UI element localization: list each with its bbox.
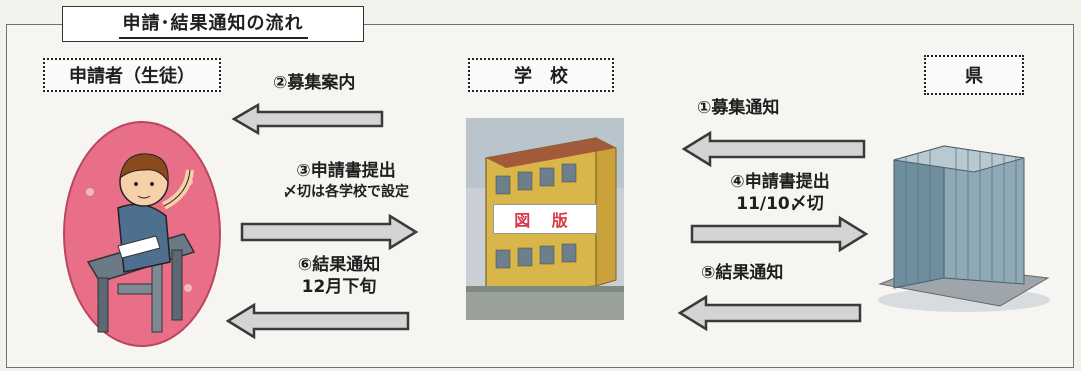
step-1-text: ①募集通知	[697, 98, 780, 118]
applicant-label: 申請者（生徒）	[43, 58, 221, 92]
arrow-school-to-prefecture-submit	[690, 215, 869, 253]
arrow-applicant-to-school-submit	[240, 213, 419, 251]
school-label: 学校	[468, 58, 614, 92]
step-4-text: ④申請書提出	[730, 172, 830, 192]
arrow-school-to-applicant-recruit	[231, 102, 384, 136]
school-sign-text: 図 版	[514, 211, 576, 230]
school-sign: 図 版	[493, 204, 597, 234]
step-6-text: ⑥結果通知	[297, 255, 381, 275]
step-6-note: 12月下旬	[301, 277, 377, 297]
arrow-prefecture-to-school-notice	[681, 130, 866, 168]
step-3-text: ③申請書提出	[296, 161, 396, 181]
student-illustration	[63, 121, 221, 347]
step-6-group: ⑥結果通知 12月下旬	[254, 254, 424, 298]
step-4-group: ④申請書提出 11/10〆切	[690, 171, 870, 215]
step-3-note: 〆切は各学校で設定	[283, 184, 409, 200]
step-5-text: ⑤結果通知	[701, 263, 784, 283]
step-3-group: ③申請書提出 〆切は各学校で設定	[246, 160, 446, 202]
step-4-note: 11/10〆切	[736, 194, 824, 214]
prefecture-building-illustration	[878, 145, 1050, 312]
arrow-prefecture-to-school-result	[677, 294, 862, 332]
step-2-text: ②募集案内	[273, 73, 356, 93]
diagram-title: 申請･結果通知の流れ	[62, 6, 364, 42]
prefecture-label: 県	[924, 55, 1024, 95]
diagram-title-text: 申請･結果通知の流れ	[118, 9, 308, 39]
arrow-school-to-applicant-result	[225, 302, 410, 340]
